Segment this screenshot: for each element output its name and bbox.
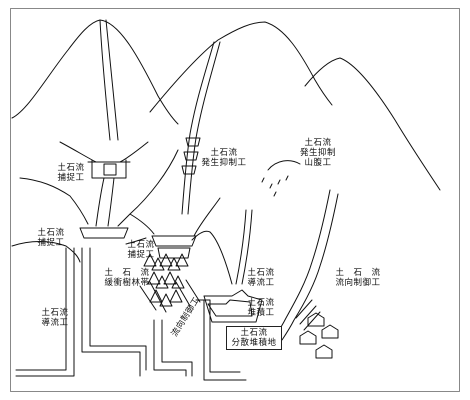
dam-1-window — [103, 163, 117, 176]
deposit-basin — [203, 289, 263, 323]
frame-border — [10, 8, 460, 392]
label-dispersal: 土石流 分散堆積地 — [226, 326, 282, 350]
mountain-ridge-3 — [304, 57, 441, 191]
slope-2 — [129, 197, 221, 237]
label-capture-3: 土石流 捕捉工 — [127, 240, 155, 260]
gully-3 — [235, 209, 253, 285]
houses — [299, 312, 339, 359]
dam-3 — [151, 235, 197, 259]
buffer-forest-trees — [143, 253, 189, 307]
label-guide-left: 土石流 導流工 — [41, 308, 69, 328]
slope-1 — [19, 149, 179, 227]
mountain-ridge-2 — [149, 21, 333, 113]
guide-channel-left — [15, 247, 147, 377]
label-buffer-forest: 土 石 流 緩衝樹林帯 — [104, 268, 150, 288]
terrain-left — [11, 237, 147, 263]
generation-dams — [181, 137, 201, 175]
flow-arrows — [139, 279, 201, 313]
gully-2 — [181, 41, 221, 215]
slope-hatching — [261, 160, 301, 197]
label-capture-1: 土石流 捕捉工 — [57, 163, 85, 183]
dam-1-basin — [59, 141, 149, 163]
label-guide-center: 土石流 導流工 — [247, 268, 275, 288]
label-direction-control: 土 石 流 流向制御工 — [335, 268, 381, 288]
label-generation-control: 土石流 発生抑制工 — [201, 148, 247, 168]
hill-right — [191, 230, 233, 285]
gully-1 — [99, 19, 119, 141]
label-capture-2: 土石流 捕捉工 — [37, 228, 65, 248]
direction-walls — [295, 299, 321, 331]
channel-1 — [95, 177, 115, 227]
dam-2 — [79, 227, 129, 239]
label-deposit: 土石流 堆積工 — [247, 298, 275, 318]
label-generation-control-slope: 土石流 発生抑制 山腹工 — [299, 138, 336, 168]
guide-channel-center — [153, 299, 247, 381]
